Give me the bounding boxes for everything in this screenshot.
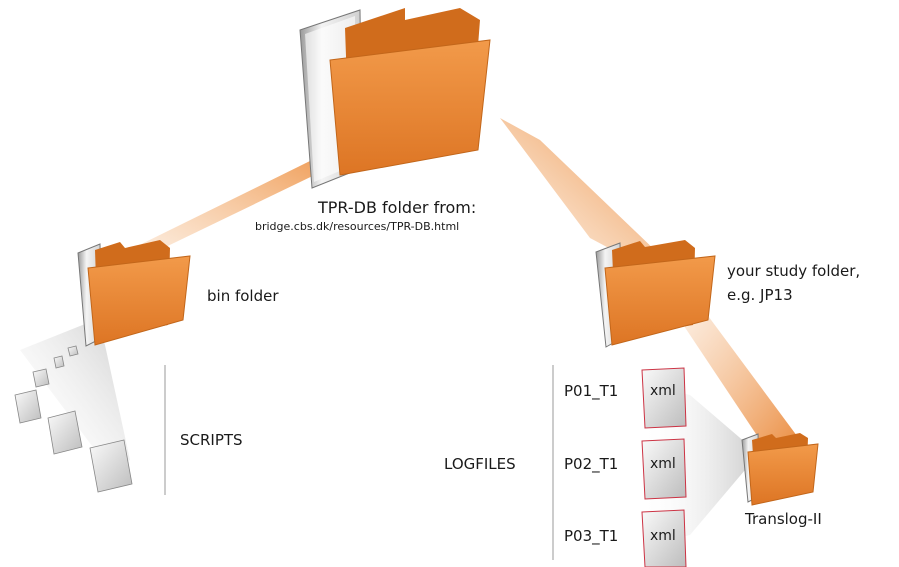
- xml-file-1-icon: [641, 367, 687, 429]
- scripts-label: SCRIPTS: [180, 431, 243, 449]
- script-file-icon: [32, 368, 50, 388]
- bin-folder-icon: [77, 240, 191, 347]
- xml-file-2-icon: [641, 438, 687, 500]
- logfiles-label: LOGFILES: [444, 455, 516, 473]
- logfile-name: P03_T1: [564, 527, 619, 545]
- script-file-icon: [47, 410, 83, 455]
- study-folder-example: e.g. JP13: [727, 286, 793, 304]
- tpr-db-folder-icon: [299, 8, 491, 189]
- tpr-db-folder-title: TPR-DB folder from:: [318, 198, 477, 217]
- script-file-icon: [53, 355, 65, 369]
- tpr-db-source-url: bridge.cbs.dk/resources/TPR-DB.html: [255, 220, 460, 233]
- xml-file-type: xml: [650, 528, 676, 544]
- beam-study-to-main: [500, 118, 660, 262]
- study-folder-label: your study folder,: [727, 262, 861, 280]
- script-file-icon: [89, 439, 133, 493]
- script-file-icon: [14, 389, 42, 424]
- script-files: [14, 345, 133, 493]
- logfile-name: P01_T1: [564, 382, 619, 400]
- script-file-icon: [67, 345, 79, 357]
- beam-study-to-translog: [680, 305, 800, 455]
- xml-file-type: xml: [650, 383, 676, 399]
- xml-file-3-icon: [641, 509, 687, 567]
- study-folder-icon: [595, 240, 716, 348]
- beam-scripts: [20, 320, 130, 470]
- xml-file-type: xml: [650, 456, 676, 472]
- logfile-name: P02_T1: [564, 455, 619, 473]
- bin-folder-label: bin folder: [207, 287, 279, 305]
- translog-folder-icon: [741, 433, 819, 506]
- translog-label: Translog-II: [745, 510, 822, 528]
